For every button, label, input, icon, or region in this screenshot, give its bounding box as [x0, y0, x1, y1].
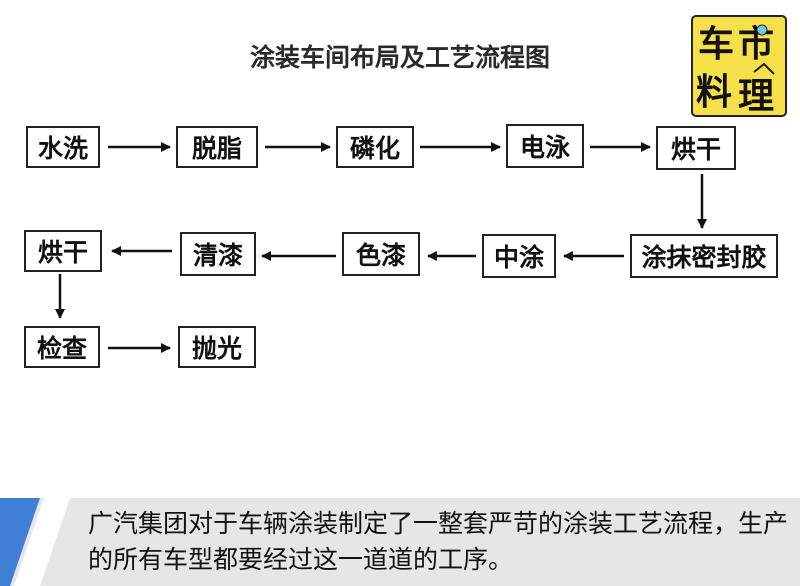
step-clear-coat: 清漆: [180, 232, 256, 276]
caption-text: 广汽集团对于车辆涂装制定了一整套严苛的涂装工艺流程，生产的所有车型都要经过这一道…: [88, 509, 789, 574]
step-sealant: 涂抹密封胶: [630, 234, 778, 278]
step-dry-1: 烘干: [656, 126, 736, 170]
logo-char-4: 理: [738, 76, 774, 117]
step-dry-2: 烘干: [24, 230, 102, 272]
caption-bar: [0, 498, 800, 586]
step-primer: 中涂: [482, 234, 556, 278]
step-phosphating: 磷化: [336, 126, 414, 168]
step-degrease: 脱脂: [176, 126, 258, 168]
step-polishing: 抛光: [178, 326, 256, 368]
caption-accent-stripe: [0, 498, 70, 586]
step-electrocoat: 电泳: [506, 124, 584, 168]
car-market-logo: 车 市 料 理: [691, 15, 787, 117]
logo-char-3: 料: [696, 72, 732, 113]
step-water-wash: 水洗: [26, 126, 100, 168]
step-inspection: 检查: [24, 326, 100, 368]
logo-char-1: 车: [698, 24, 734, 65]
diagram-title: 涂装车间布局及工艺流程图: [249, 43, 550, 72]
step-color-coat: 色漆: [342, 232, 420, 276]
logo-char-2: 市: [738, 24, 774, 65]
